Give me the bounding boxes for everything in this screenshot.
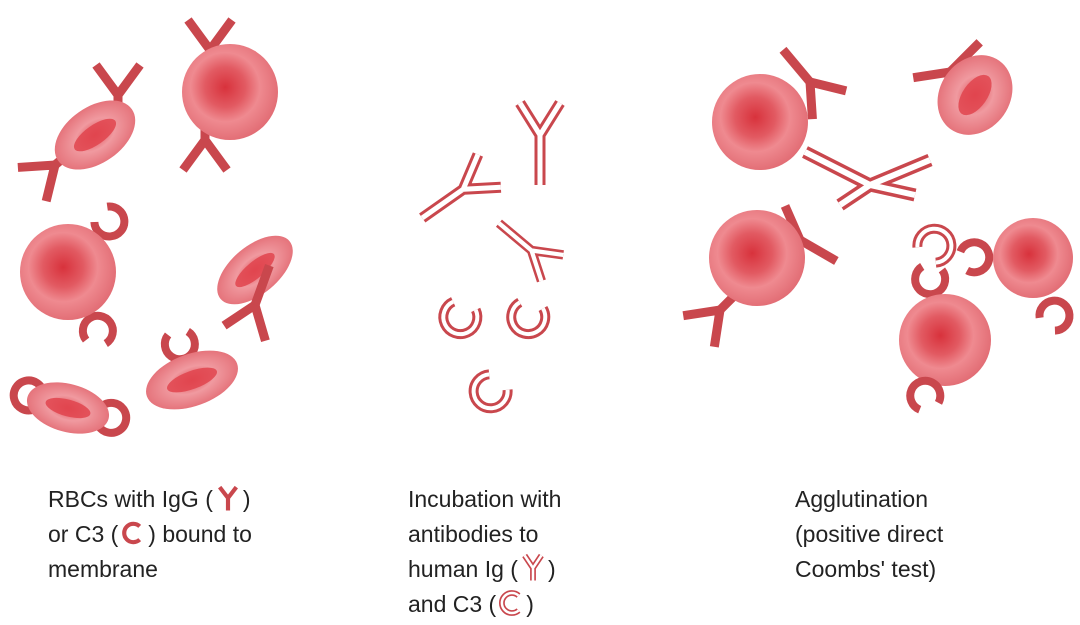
red-blood-cell bbox=[709, 210, 805, 306]
c3-complement-icon bbox=[95, 398, 131, 437]
caption-text: ) bbox=[526, 591, 534, 617]
diagram-canvas bbox=[9, 17, 1074, 437]
caption-line: Agglutination bbox=[795, 482, 1055, 517]
red-blood-cell bbox=[937, 55, 1013, 135]
panel-agglutinated-cells bbox=[682, 39, 1074, 414]
anti-c3-icon bbox=[506, 298, 551, 340]
c3-complement-icon bbox=[1035, 296, 1074, 335]
caption-rbc-bound: RBCs with IgG () or C3 ( ) bound to membran… bbox=[48, 482, 348, 587]
hollow-c-icon bbox=[499, 590, 521, 616]
red-blood-cell bbox=[993, 218, 1073, 298]
panel-rbc-with-bound-antibodies bbox=[9, 17, 293, 437]
caption-line: Coombs' test) bbox=[795, 552, 1055, 587]
caption-text: ) bound to bbox=[148, 521, 252, 547]
c3-complement-icon bbox=[90, 202, 129, 241]
c3-complement-icon bbox=[956, 238, 994, 277]
caption-line: membrane bbox=[48, 552, 348, 587]
caption-line: and C3 () bbox=[408, 587, 668, 622]
red-blood-cell bbox=[20, 224, 116, 320]
caption-text: Coombs' test) bbox=[795, 556, 937, 582]
caption-line: (positive direct bbox=[795, 517, 1055, 552]
anti-human-ig-icon bbox=[495, 219, 564, 283]
red-blood-cell bbox=[182, 44, 278, 140]
caption-text: RBCs with IgG ( bbox=[48, 486, 213, 512]
caption-text: Incubation with bbox=[408, 486, 562, 512]
caption-text: Agglutination bbox=[795, 486, 928, 512]
caption-line: human Ig () bbox=[408, 552, 668, 587]
anti-human-ig-crosslink bbox=[802, 146, 933, 211]
caption-text: ) bbox=[547, 556, 556, 582]
igg-antibody-icon bbox=[221, 263, 274, 342]
caption-text: membrane bbox=[48, 556, 158, 582]
caption-text: human Ig ( bbox=[408, 556, 518, 582]
c3-complement-icon bbox=[906, 376, 945, 414]
hollow-antibody-icon bbox=[522, 553, 544, 581]
red-blood-cell bbox=[899, 294, 991, 386]
caption-text: (positive direct bbox=[795, 521, 944, 547]
anti-human-ig-icon bbox=[515, 100, 565, 185]
y-shaped-antibody-icon bbox=[217, 485, 238, 511]
c-shaped-complement-icon bbox=[122, 521, 142, 545]
red-blood-cell bbox=[712, 74, 808, 170]
igg-antibody-icon bbox=[779, 46, 848, 120]
red-blood-cell bbox=[26, 382, 110, 434]
caption-line: Incubation with bbox=[408, 482, 668, 517]
caption-line: RBCs with IgG () bbox=[48, 482, 348, 517]
red-blood-cell bbox=[54, 100, 136, 170]
c3-complement-icon bbox=[9, 376, 48, 415]
red-blood-cell bbox=[217, 235, 293, 305]
c3-complement-icon bbox=[911, 263, 950, 299]
panel-free-antiglobulin-reagents bbox=[419, 100, 565, 414]
caption-text: antibodies to bbox=[408, 521, 539, 547]
anti-c3-icon bbox=[912, 223, 957, 268]
anti-c3-icon bbox=[438, 297, 483, 340]
red-blood-cell bbox=[146, 350, 238, 410]
caption-line: or C3 ( ) bound to bbox=[48, 517, 348, 552]
caption-text: or C3 ( bbox=[48, 521, 119, 547]
c3-complement-icon bbox=[78, 311, 117, 347]
anti-human-ig-icon bbox=[419, 152, 502, 223]
caption-text: and C3 ( bbox=[408, 591, 497, 617]
caption-text: ) bbox=[242, 486, 251, 512]
caption-line: antibodies to bbox=[408, 517, 668, 552]
anti-c3-icon bbox=[468, 369, 513, 414]
